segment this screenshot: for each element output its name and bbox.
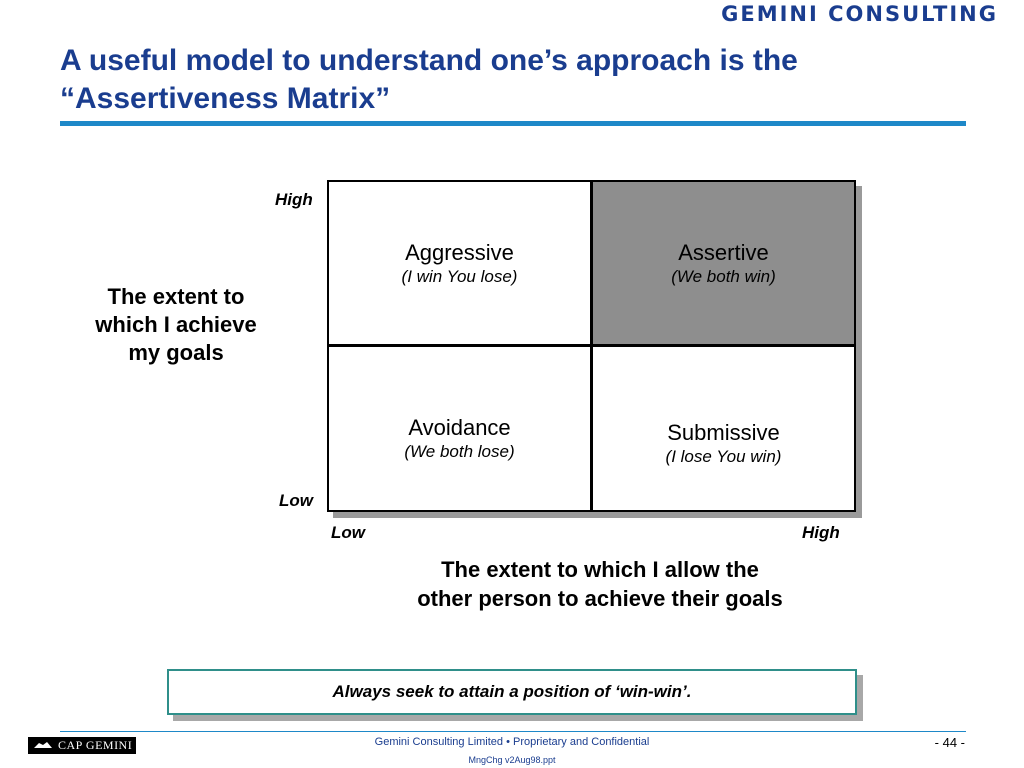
quadrant-avoidance: Avoidance (We both lose) (327, 345, 592, 512)
cap-gemini-emblem-icon (34, 742, 52, 748)
y-axis-title-line-1: The extent to (107, 284, 245, 309)
footer-filename: MngChg v2Aug98.ppt (468, 755, 556, 765)
footer-confidential: Gemini Consulting Limited • Proprietary … (374, 736, 650, 748)
quadrant-assertive-name: Assertive (678, 240, 769, 265)
title-divider (60, 121, 966, 126)
cap-gemini-logo-text: CAP GEMINI (58, 738, 133, 752)
quadrant-aggressive-sub: (I win You lose) (401, 267, 518, 286)
quadrant-avoidance-name: Avoidance (408, 415, 511, 440)
win-win-callout: Always seek to attain a position of ‘win… (167, 669, 857, 715)
y-axis-title: The extent to which I achieve my goals (70, 283, 282, 367)
x-axis-low-label: Low (331, 523, 365, 542)
quadrant-aggressive: Aggressive (I win You lose) (327, 180, 592, 346)
brand-logo-text: GEMINI CONSULTING (721, 2, 998, 26)
y-axis-title-line-2: which I achieve (95, 312, 257, 337)
x-axis-high-label: High (802, 523, 840, 542)
quadrant-submissive-name: Submissive (667, 420, 780, 445)
quadrant-avoidance-sub: (We both lose) (404, 442, 515, 461)
y-axis-low-label: Low (279, 491, 313, 510)
y-axis-title-line-3: my goals (128, 340, 224, 365)
page-number: - 44 - (934, 735, 965, 750)
page-title-line-2: “Assertiveness Matrix” (60, 82, 391, 115)
quadrant-aggressive-name: Aggressive (405, 240, 514, 265)
x-axis-title-line-2: other person to achieve their goals (417, 586, 783, 611)
y-axis-high-label: High (275, 190, 313, 209)
quadrant-submissive: Submissive (I lose You win) (591, 345, 856, 512)
quadrant-submissive-sub: (I lose You win) (665, 447, 782, 466)
page-title-line-1: A useful model to understand one’s appro… (60, 44, 798, 77)
quadrant-assertive: Assertive (We both win) (591, 180, 856, 346)
footer-divider (60, 731, 966, 732)
x-axis-title: The extent to which I allow the other pe… (340, 555, 860, 613)
page-title: A useful model to understand one’s appro… (60, 42, 960, 118)
quadrant-assertive-sub: (We both win) (671, 267, 776, 286)
cap-gemini-logo: CAP GEMINI (28, 737, 136, 754)
x-axis-title-line-1: The extent to which I allow the (441, 557, 759, 582)
